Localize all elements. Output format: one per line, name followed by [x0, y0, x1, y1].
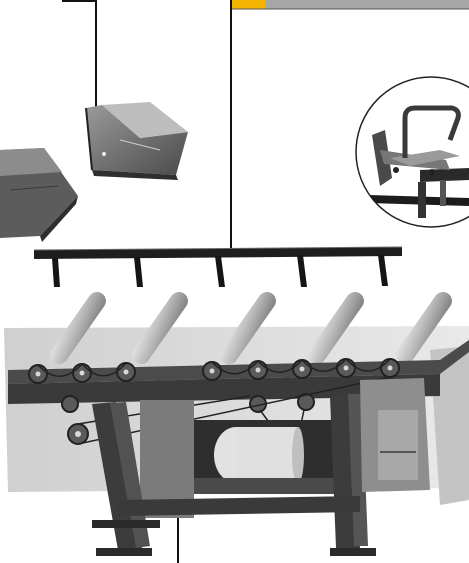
rollers [50, 291, 452, 365]
label-strip [231, 0, 469, 10]
label-strip-gray [266, 0, 469, 9]
label-strip-accent [231, 0, 266, 9]
clamp-detail-icon [355, 76, 469, 228]
chute-left-partial [0, 148, 78, 242]
conveyor-legs [92, 394, 376, 556]
leader-line-chute [62, 0, 97, 108]
chute-hopper-icon [85, 102, 188, 180]
support-rail-icon [33, 246, 403, 287]
drive-motor [140, 400, 344, 518]
roller-conveyor-icon [4, 291, 469, 556]
